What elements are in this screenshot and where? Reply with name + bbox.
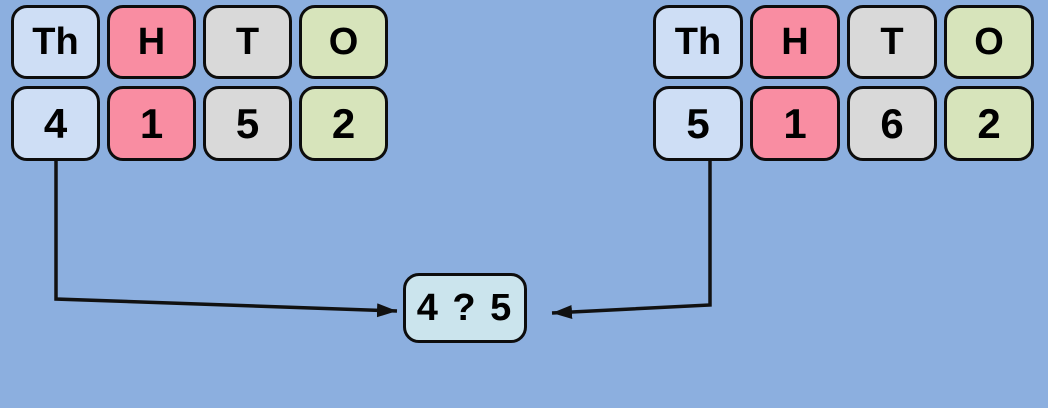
right-place-value-table: Th H T O 5 1 6 2 — [653, 5, 1034, 161]
left-digit-ones: 2 — [299, 86, 388, 161]
right-header-ones: O — [944, 5, 1034, 79]
right-header-thousands: Th — [653, 5, 743, 79]
right-digit-hundreds: 1 — [750, 86, 840, 161]
left-digit-tens: 5 — [203, 86, 292, 161]
right-header-hundreds: H — [750, 5, 840, 79]
left-header-thousands: Th — [11, 5, 100, 79]
left-header-hundreds: H — [107, 5, 196, 79]
right-arrow-connector-icon — [551, 160, 712, 319]
left-digit-hundreds: 1 — [107, 86, 196, 161]
right-digit-ones: 2 — [944, 86, 1034, 161]
right-digit-tens: 6 — [847, 86, 937, 161]
left-place-value-table: Th H T O 4 1 5 2 — [11, 5, 388, 161]
comparison-box: 4 ? 5 — [403, 273, 527, 343]
right-header-tens: T — [847, 5, 937, 79]
right-digit-thousands: 5 — [653, 86, 743, 161]
left-arrow-connector-icon — [54, 160, 398, 318]
left-digit-thousands: 4 — [11, 86, 100, 161]
left-header-ones: O — [299, 5, 388, 79]
left-header-tens: T — [203, 5, 292, 79]
